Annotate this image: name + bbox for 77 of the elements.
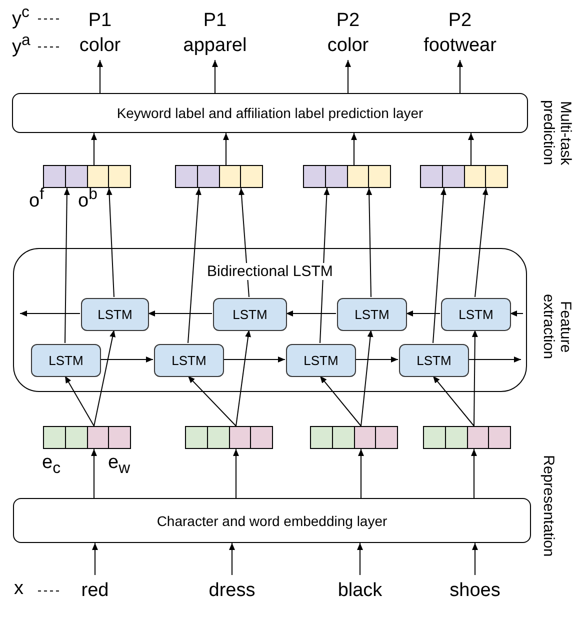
lstm-box: LSTM — [337, 298, 407, 331]
lstm-box: LSTM — [441, 298, 511, 331]
input-word: shoes — [437, 575, 513, 605]
arrow — [510, 310, 524, 316]
arrow — [472, 542, 478, 576]
arrow — [188, 376, 236, 426]
output-label: P1 apparel — [165, 6, 265, 60]
arrow — [236, 330, 252, 426]
lstm-box: LSTM — [31, 344, 101, 377]
arrow — [91, 132, 97, 166]
input-word: dress — [195, 575, 269, 605]
arrow — [222, 356, 286, 362]
vector-bar — [43, 426, 131, 449]
arrow — [212, 60, 218, 94]
arrow — [468, 132, 474, 166]
arrow — [345, 60, 351, 94]
arrow — [320, 376, 362, 426]
arrow — [91, 448, 97, 498]
vector-bar — [420, 165, 508, 188]
arrow — [320, 188, 330, 344]
arrow — [472, 330, 478, 426]
input-word: black — [325, 575, 395, 605]
arrow — [468, 356, 522, 362]
vector-bar — [423, 426, 511, 449]
arrow — [358, 448, 364, 498]
arrow — [148, 310, 212, 316]
arrow — [354, 356, 398, 362]
arrow — [366, 188, 372, 298]
arrow — [432, 376, 474, 426]
arrow — [64, 188, 70, 344]
vector-bar — [185, 426, 273, 449]
vector-label: o$^{f}$ — [29, 186, 44, 212]
arrow — [360, 330, 374, 426]
arrow — [432, 188, 446, 344]
arrow — [471, 448, 477, 498]
vector-bar — [303, 165, 391, 188]
arrow — [94, 330, 116, 426]
arrow — [351, 132, 357, 166]
lstm-box: LSTM — [154, 344, 224, 377]
arrow — [406, 310, 440, 316]
lstm-box: LSTM — [399, 344, 469, 377]
arrow — [20, 310, 80, 316]
lstm-box: LSTM — [81, 298, 149, 331]
arrow — [188, 188, 202, 344]
variable-label: y$^{c}$ — [12, 4, 30, 30]
lstm-box: LSTM — [213, 298, 287, 331]
arrow — [474, 188, 488, 298]
vector-bar — [310, 426, 398, 449]
stage-label: Feature extraction — [540, 293, 574, 362]
layer-box: Character and word embedding layer — [13, 498, 531, 543]
vector-label: o$^{b}$ — [78, 186, 98, 212]
arrow — [233, 448, 239, 498]
vector-label: e$_{c}$ — [42, 452, 60, 478]
stage-label: Multi-task prediction — [540, 99, 574, 168]
arrow — [229, 542, 235, 576]
arrow — [64, 376, 94, 426]
stage-label: Representation — [540, 455, 557, 557]
output-label: P2 color — [303, 6, 393, 60]
arrow — [92, 542, 98, 576]
arrow — [286, 310, 336, 316]
arrow — [97, 60, 103, 94]
arrow — [100, 356, 154, 362]
arrow — [357, 542, 363, 576]
layer-box: Keyword label and affiliation label prediction layer — [12, 93, 528, 133]
vector-bar — [43, 165, 131, 188]
arrow — [106, 188, 114, 298]
arrow — [223, 132, 229, 166]
vector-label: e$_{w}$ — [108, 452, 130, 478]
variable-label: y$^{a}$ — [12, 32, 30, 58]
input-word: red — [65, 575, 125, 605]
group-box — [13, 248, 527, 392]
vector-bar — [175, 165, 263, 188]
variable-label: x — [14, 578, 24, 600]
arrow — [457, 60, 463, 94]
output-label: P1 color — [55, 6, 145, 60]
lstm-box: LSTM — [286, 344, 356, 377]
output-label: P2 footwear — [405, 6, 515, 60]
